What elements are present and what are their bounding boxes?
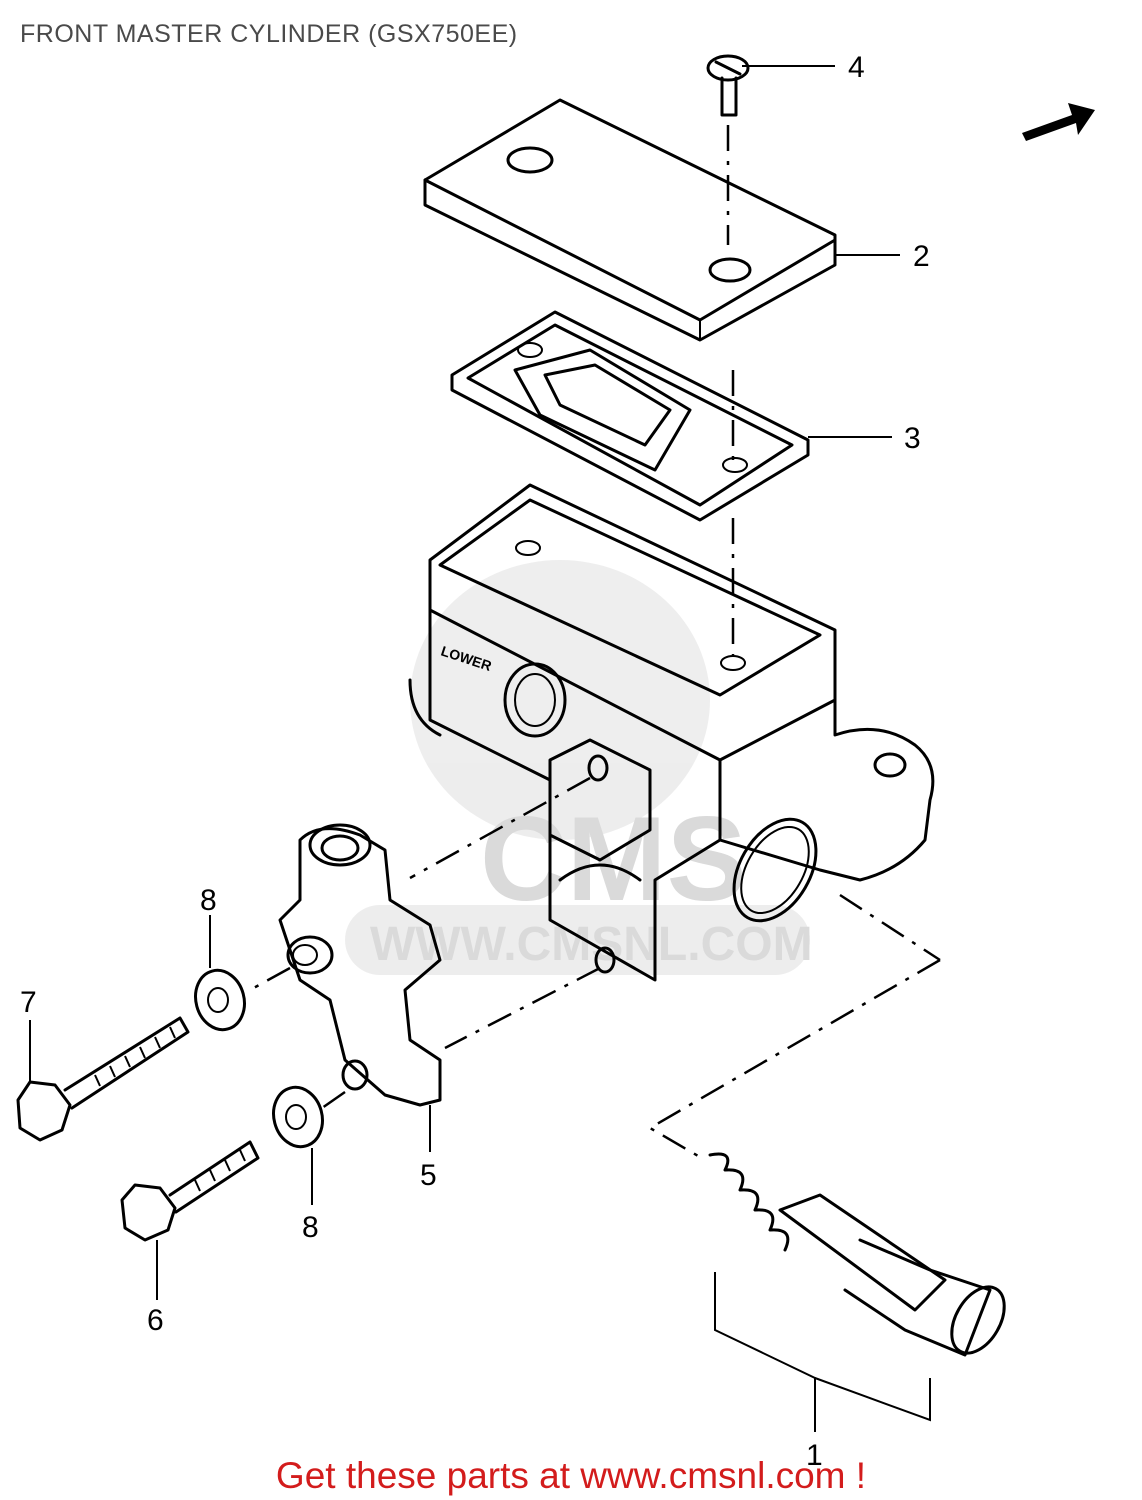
callout-1: 1 xyxy=(806,1439,823,1472)
callout-8-lower: 8 xyxy=(302,1211,319,1244)
callout-2: 2 xyxy=(913,240,930,273)
callout-numbers: 4 2 3 8 7 5 8 6 1 xyxy=(20,51,930,1472)
screw-part-4 xyxy=(706,54,750,117)
reservoir-cap-part-2 xyxy=(423,98,837,342)
o-ring xyxy=(732,817,818,923)
piston-kit-part-1 xyxy=(708,1152,1006,1357)
callout-6: 6 xyxy=(147,1304,164,1337)
fwd-arrow-icon: FWD xyxy=(1022,103,1095,154)
centre-lines xyxy=(249,125,941,1162)
bolt-part-6 xyxy=(120,1140,260,1242)
footer-link-text[interactable]: Get these parts at www.cmsnl.com ! xyxy=(275,1455,867,1496)
watermark-logo: CMS WWW.CMSNL.COM xyxy=(345,560,813,975)
diaphragm-part-3 xyxy=(450,310,810,522)
washer-part-8-upper xyxy=(194,968,246,1032)
callout-7: 7 xyxy=(20,986,37,1019)
callout-8-upper: 8 xyxy=(200,884,217,917)
master-cylinder-body: LOWER xyxy=(408,483,935,982)
clamp-part-5 xyxy=(278,823,442,1107)
bolt-part-7 xyxy=(16,1016,190,1142)
callout-3: 3 xyxy=(904,422,921,455)
diagram-title: FRONT MASTER CYLINDER (GSX750EE) xyxy=(20,20,518,48)
leader-lines xyxy=(29,65,931,1432)
callout-5: 5 xyxy=(420,1159,437,1192)
washer-part-8-lower xyxy=(272,1085,324,1149)
callout-4: 4 xyxy=(848,51,865,84)
